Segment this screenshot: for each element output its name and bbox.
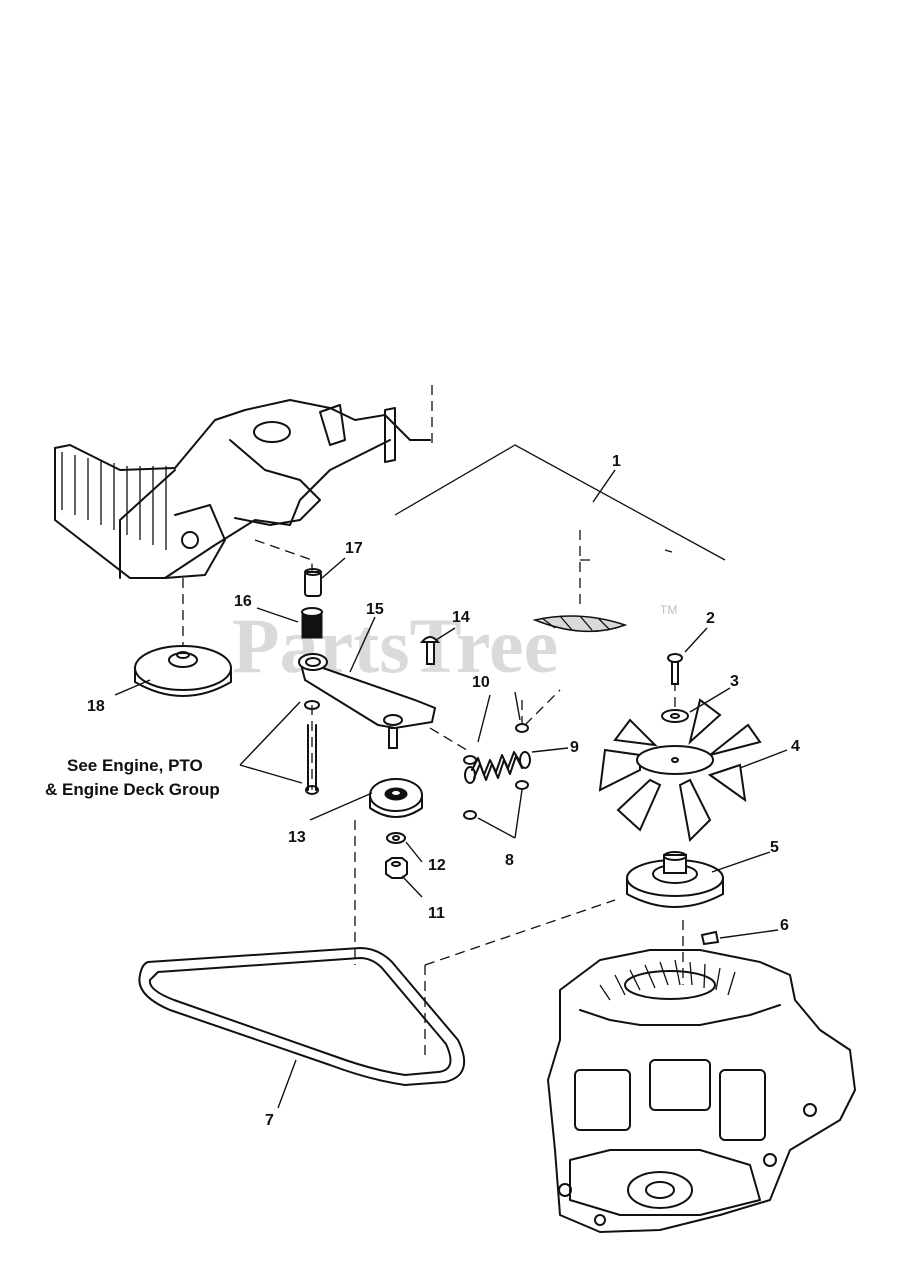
callout-16: 16: [234, 593, 252, 610]
carriage-bolt: [419, 636, 441, 665]
spacer-top: [304, 568, 322, 597]
callout-14: 14: [452, 609, 470, 626]
callout-12: 12: [428, 857, 446, 874]
reference-note: See Engine, PTO & Engine Deck Group: [45, 756, 220, 799]
idler-pulley: [369, 778, 423, 818]
watermark-tm: TM: [660, 603, 677, 617]
callout-9: 9: [570, 739, 579, 756]
callout-labels: 1 2 3 4 5 6 7 8 9 10 11 12 13 14 15 16 1…: [87, 453, 800, 1129]
drive-belt: [138, 947, 466, 1086]
fan-washer: [661, 709, 689, 723]
callout-3: 3: [730, 673, 739, 690]
callout-7: 7: [265, 1112, 274, 1129]
callout-8: 8: [505, 852, 514, 869]
callout-10: 10: [472, 674, 490, 691]
deck-bolts: [304, 700, 320, 795]
tension-spring: [464, 751, 531, 784]
callout-1: 1: [612, 453, 621, 470]
pulley-key: [700, 930, 720, 946]
watermark-text: PartsTree: [232, 602, 558, 689]
callout-2: 2: [706, 610, 715, 627]
callout-17: 17: [345, 540, 363, 557]
engine-pulley: [134, 645, 232, 697]
transmission-housing: [547, 949, 856, 1233]
callout-4: 4: [791, 738, 800, 755]
callout-18: 18: [87, 698, 105, 715]
spacer-bushing: [301, 607, 323, 639]
note-line-1: See Engine, PTO: [67, 756, 203, 775]
engine-deck-outline: [54, 385, 726, 633]
fan-bolt: [667, 653, 683, 685]
idler-washer: [386, 832, 406, 844]
note-line-2: & Engine Deck Group: [45, 780, 220, 799]
spring-hardware: [463, 723, 529, 820]
callout-15: 15: [366, 601, 384, 618]
idler-arm: [298, 653, 437, 749]
idler-nut: [385, 857, 408, 879]
callout-11: 11: [428, 905, 445, 922]
callout-6: 6: [780, 917, 789, 934]
parts-tree-watermark: PartsTree TM: [232, 602, 677, 689]
cooling-fan: [598, 698, 762, 843]
callout-13: 13: [288, 829, 306, 846]
leader-lines: [114, 469, 788, 1109]
transmission-pulley: [626, 851, 724, 908]
callout-5: 5: [770, 839, 779, 856]
